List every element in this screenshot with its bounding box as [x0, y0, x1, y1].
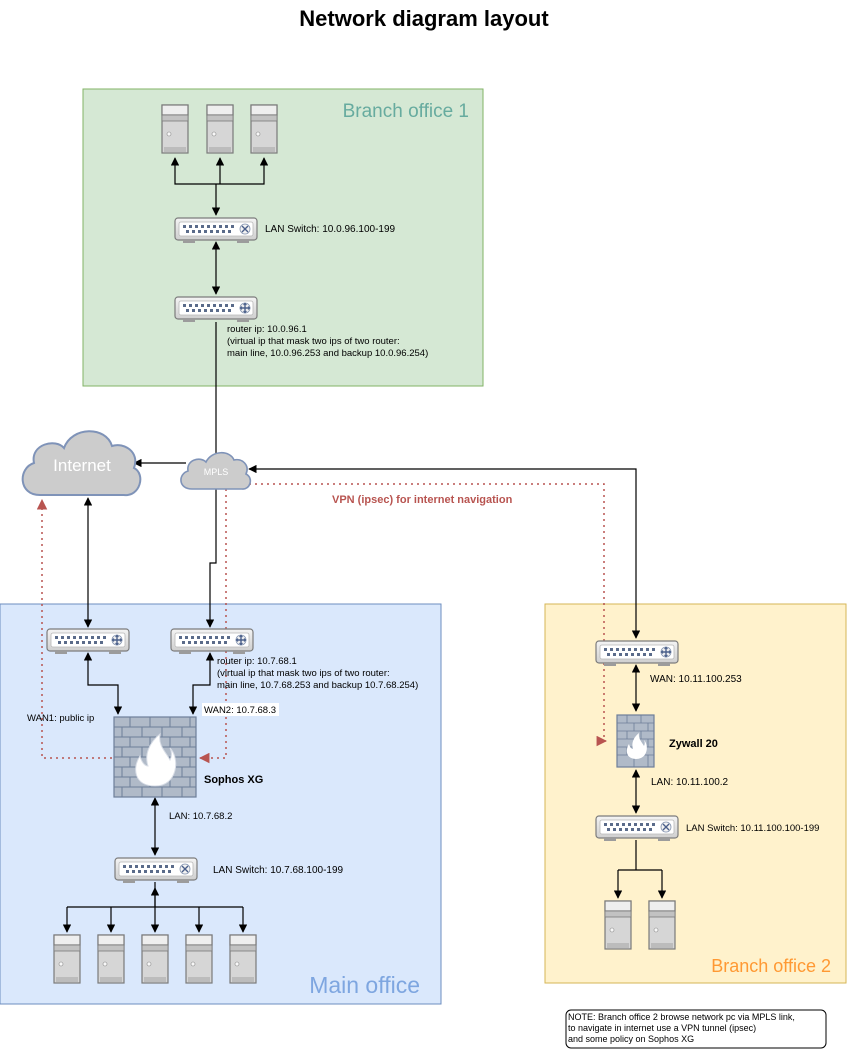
branch1-server-2[interactable] [206, 104, 234, 154]
branch-office-1-label: Branch office 1 [343, 101, 469, 122]
branch-office-1-zone [82, 88, 484, 387]
note-line-2: to navigate in internet use a VPN tunnel… [568, 1023, 756, 1033]
main-router-label-2: (virtual ip that mask two ips of two rou… [217, 668, 390, 679]
vpn-paths [36, 483, 608, 764]
branch-office-2-label: Branch office 2 [711, 956, 831, 976]
branch2-lan-switch[interactable] [595, 815, 679, 842]
branch1-server-3[interactable] [250, 104, 278, 154]
main-server-2[interactable] [97, 934, 125, 984]
mpls-cloud[interactable]: MPLS [180, 451, 252, 490]
branch2-lan-label: LAN: 10.11.100.2 [651, 777, 729, 788]
diagram-title: Network diagram layout [299, 6, 549, 31]
branch1-router-label-1: router ip: 10.0.96.1 [227, 324, 307, 335]
mpls-label: MPLS [204, 467, 229, 477]
branch1-lan-switch[interactable] [174, 217, 258, 244]
note-box: NOTE: Branch office 2 browse network pc … [565, 1009, 827, 1049]
main-office-label: Main office [309, 972, 420, 998]
branch1-switch-label: LAN Switch: 10.0.96.100-199 [265, 224, 396, 235]
branch2-server-1[interactable] [604, 900, 632, 950]
zywall-label: Zywall 20 [669, 738, 718, 750]
zywall-flame-icon [626, 733, 647, 759]
branch2-router[interactable] [595, 640, 679, 667]
main-lan-switch[interactable] [114, 857, 198, 884]
sophos-firewall[interactable] [113, 716, 197, 798]
main-router-1[interactable] [46, 628, 130, 655]
main-server-3[interactable] [141, 934, 169, 984]
branch2-wan-label: WAN: 10.11.100.253 [650, 674, 742, 685]
main-router-label-1: router ip: 10.7.68.1 [217, 656, 297, 667]
branch1-router-label-2: (virtual ip that mask two ips of two rou… [227, 336, 400, 347]
branch2-switch-label: LAN Switch: 10.11.100.100-199 [686, 823, 819, 834]
connections [62, 157, 667, 933]
note-line-1: NOTE: Branch office 2 browse network pc … [568, 1012, 795, 1022]
branch1-server-1[interactable] [161, 104, 189, 154]
branch-office-2-zone [544, 603, 847, 984]
wan2-label: WAN2: 10.7.68.3 [204, 705, 276, 716]
zywall-firewall[interactable] [616, 714, 655, 768]
wan2-label-bg [202, 703, 279, 716]
main-router-2[interactable] [170, 628, 254, 655]
internet-label: Internet [53, 456, 111, 475]
main-server-5[interactable] [229, 934, 257, 984]
branch1-router-label-3: main line, 10.0.96.253 and backup 10.0.9… [227, 348, 428, 359]
wan1-label: WAN1: public ip [27, 713, 94, 724]
main-lan-label: LAN: 10.7.68.2 [169, 811, 232, 822]
vpn-label: VPN (ipsec) for internet navigation [332, 494, 513, 506]
sophos-label: Sophos XG [204, 774, 263, 786]
internet-cloud[interactable]: Internet [21, 430, 142, 497]
main-switch-label: LAN Switch: 10.7.68.100-199 [213, 865, 344, 876]
branch2-server-2[interactable] [648, 900, 676, 950]
branch1-router[interactable] [174, 296, 258, 323]
main-server-4[interactable] [185, 934, 213, 984]
note-line-3: and some policy on Sophos XG [568, 1034, 694, 1044]
main-router-label-3: main line, 10.7.68.253 and backup 10.7.6… [217, 680, 418, 691]
flame-icon [135, 732, 177, 787]
main-server-1[interactable] [53, 934, 81, 984]
